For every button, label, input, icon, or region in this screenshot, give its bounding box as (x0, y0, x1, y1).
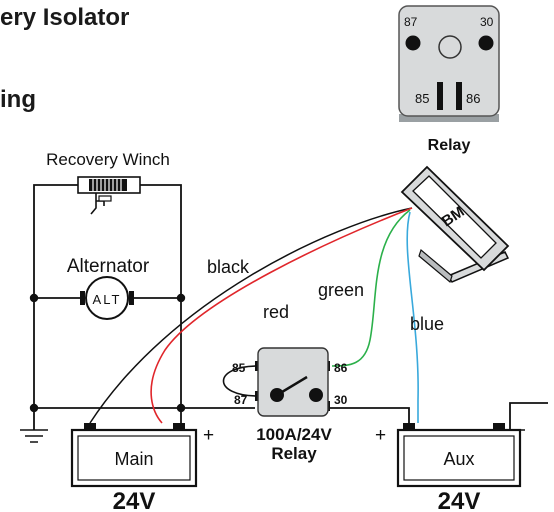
relay-pinout-icon: 87 30 85 86 Relay (398, 5, 500, 154)
green-wire-label: green (318, 280, 364, 300)
relay-pin-30: 30 (334, 393, 348, 407)
relay-pin-85: 85 (232, 361, 246, 375)
page-title-line2: ing (0, 86, 36, 113)
main-battery-plus: + (203, 425, 214, 446)
aux-battery-name: Aux (443, 449, 474, 469)
relay-rating: 100A/24V (256, 425, 332, 444)
relay-pin-86: 86 (334, 361, 348, 375)
aux-battery-voltage: 24V (438, 488, 481, 512)
isolator-relay: 85 86 87 30 100A/24V Relay (222, 347, 348, 463)
main-battery-name: Main (114, 449, 153, 469)
red-wire-label: red (263, 302, 289, 322)
black-wire (89, 207, 413, 424)
alternator-badge: ALT (93, 292, 122, 307)
aux-battery: Aux + 24V (375, 423, 522, 512)
left-circuit-wiring (33, 184, 548, 430)
junction-dots (29, 293, 186, 413)
blue-wire-label: blue (410, 314, 444, 334)
green-wire (331, 209, 411, 367)
blue-wire (406, 211, 419, 423)
alternator-label: Alternator (67, 256, 150, 277)
pin-85-label: 85 (415, 91, 429, 106)
winch-label: Recovery Winch (46, 150, 170, 169)
pin-87-label: 87 (404, 15, 418, 29)
winch-symbol (77, 176, 141, 215)
pin-30-label: 30 (480, 15, 494, 29)
aux-battery-plus: + (375, 425, 386, 446)
main-battery-voltage: 24V (113, 488, 156, 512)
relay-icon-caption: Relay (428, 137, 471, 154)
main-battery: Main + 24V (70, 423, 214, 512)
red-wire (150, 207, 413, 424)
black-wire-label: black (207, 257, 250, 277)
relay-pin-87: 87 (234, 393, 248, 407)
relay-caption: Relay (271, 444, 317, 463)
alternator-symbol: ALT (80, 276, 134, 320)
page-title-line1: ery Isolator (0, 4, 130, 31)
battery-monitor: BM (400, 165, 510, 284)
pin-86-label: 86 (466, 91, 480, 106)
ground-symbol-left (20, 429, 48, 443)
